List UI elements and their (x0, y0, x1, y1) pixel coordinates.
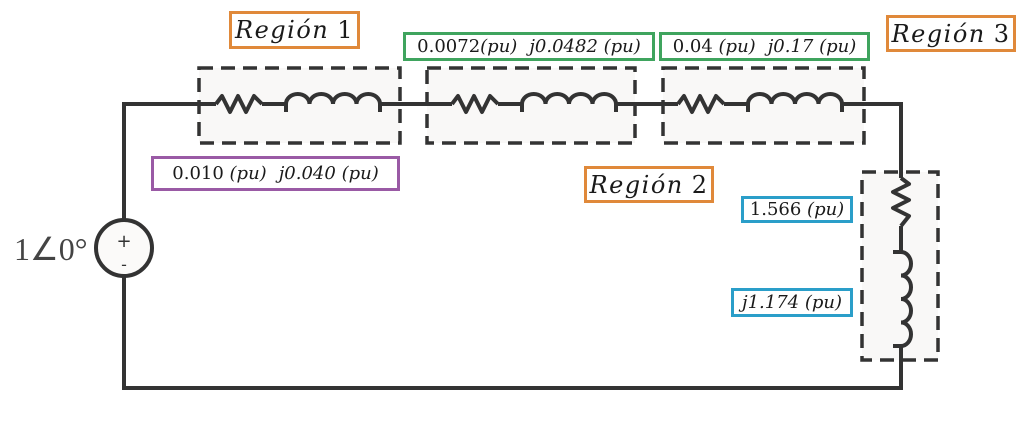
wire-top-right (842, 102, 903, 178)
region-name: Región (891, 19, 986, 48)
resistance-value: 0.0072 (417, 36, 481, 57)
resistor-region1 (214, 94, 264, 114)
resistance-value: 1.566 (749, 199, 802, 220)
resistor-load (891, 176, 911, 228)
unit: (pu) (807, 199, 845, 220)
inductor-region2 (520, 92, 618, 112)
region1-impedance-label: 0.010 (pu)j0.040 (pu) (151, 156, 400, 191)
region-number: 1 (337, 16, 354, 44)
unit: (pu) (229, 163, 267, 184)
region-number: 2 (691, 170, 709, 199)
inductor-region3 (746, 92, 844, 112)
resistor-region3 (676, 94, 726, 114)
resistance-value: 0.010 (172, 163, 224, 184)
inductors (284, 92, 913, 348)
inductor-region1 (284, 92, 382, 112)
region2-box (425, 66, 637, 145)
unit: (pu) (480, 36, 518, 57)
unit: (pu) (804, 292, 843, 313)
region2-impedance-label: 0.0072(pu)j0.0482 (pu) (403, 32, 655, 61)
source-angle: 0° (58, 231, 88, 267)
resistance-value: 0.04 (672, 36, 713, 57)
load-box (860, 170, 940, 362)
wire-top-left (122, 102, 216, 220)
resistor-region2 (450, 94, 500, 114)
source-voltage-label: 1∠0° (14, 230, 87, 268)
voltage-source: + - (94, 218, 154, 278)
reactance-value: j0.040 (278, 163, 336, 184)
angle-symbol: ∠ (30, 231, 59, 267)
region-number: 3 (993, 19, 1011, 48)
source-magnitude: 1 (14, 231, 30, 267)
reactance-value: j0.0482 (529, 36, 598, 57)
resistors (214, 94, 911, 228)
region3-impedance-label: 0.04 (pu)j0.17 (pu) (659, 32, 870, 61)
unit: (pu) (819, 36, 857, 57)
load-reactance-label: j1.174 (pu) (731, 288, 853, 317)
source-minus: - (121, 255, 127, 274)
reactance-value: j1.174 (741, 292, 800, 313)
region-name: Región (235, 16, 330, 44)
unit: (pu) (718, 36, 756, 57)
source-circle (94, 218, 154, 278)
inductor-load (893, 250, 913, 348)
wire-bottom (122, 276, 903, 390)
reactance-value: j0.17 (767, 36, 814, 57)
unit: (pu) (603, 36, 641, 57)
region-name: Región (589, 170, 684, 199)
region1-box (197, 66, 402, 145)
wires (122, 102, 903, 390)
load-resistance-label: 1.566 (pu) (741, 196, 853, 223)
unit: (pu) (341, 163, 379, 184)
source-plus: + (116, 231, 131, 252)
